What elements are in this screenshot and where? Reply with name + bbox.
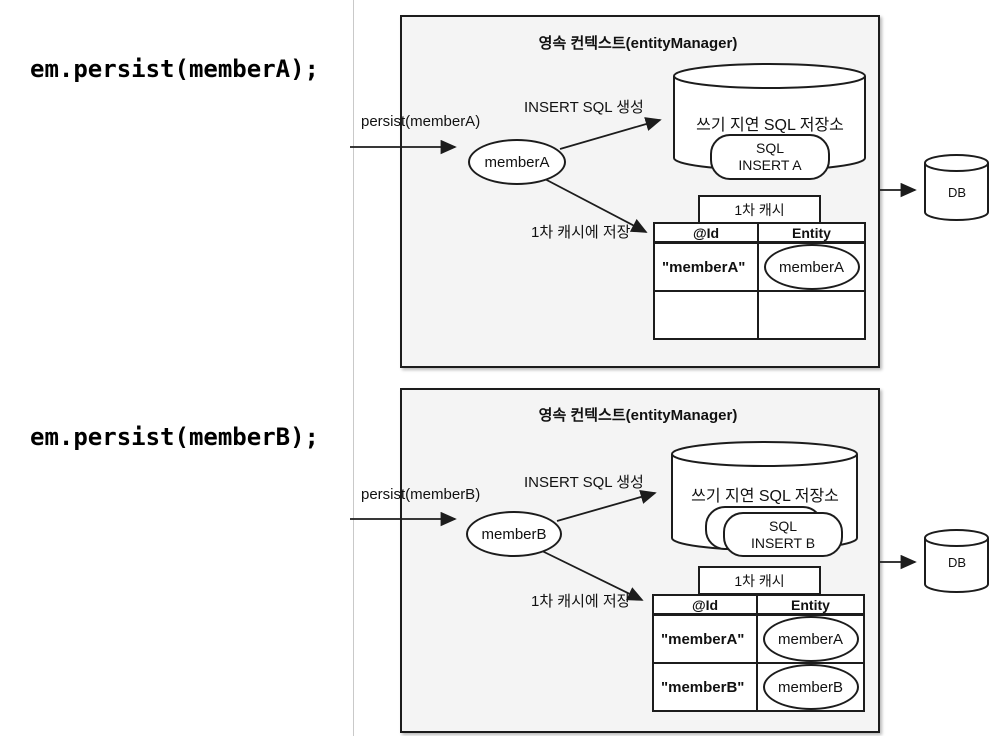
code-line-persist-a: em.persist(memberA); [30, 55, 319, 83]
first-level-cache-tag: 1차 캐시 [698, 566, 821, 595]
id-cell: "memberB" [652, 662, 758, 712]
write-behind-store-label: 쓰기 지연 SQL 저장소 [696, 117, 844, 134]
table-row: "memberA" memberA [652, 613, 865, 664]
insert-sql-label: INSERT SQL 생성 [524, 99, 644, 116]
entity-node-ellipse: memberB [466, 511, 562, 557]
entity-ellipse: memberA [763, 244, 860, 290]
cache-save-label: 1차 캐시에 저장 [531, 593, 631, 610]
db-label: DB [947, 555, 967, 570]
id-cell: "memberA" [652, 613, 758, 664]
first-level-cache-table: @Id Entity "memberA" memberA "memberB" m… [652, 594, 865, 712]
table-row-empty [653, 290, 866, 340]
db-label: DB [947, 185, 967, 200]
entity-cell: memberB [756, 662, 865, 712]
cache-save-label: 1차 캐시에 저장 [531, 224, 631, 241]
sql-pill-line: SQL [768, 517, 797, 534]
first-level-cache-table: @Id Entity "memberA" memberA [653, 222, 866, 340]
entity-cell: memberA [756, 613, 865, 664]
code-line-persist-b: em.persist(memberB); [30, 423, 319, 451]
first-level-cache-tag: 1차 캐시 [698, 195, 821, 224]
sql-pill-line: INSERT A [738, 157, 802, 173]
table-header-row: @Id Entity [652, 594, 865, 616]
sql-pill-line: INSERT B [750, 534, 816, 551]
entity-ellipse: memberB [762, 664, 859, 710]
entity-cell: memberA [757, 241, 866, 292]
sql-pill: SQL INSERT A [710, 134, 830, 180]
insert-sql-label: INSERT SQL 생성 [524, 474, 644, 491]
context-title: 영속 컨텍스트(entityManager) [538, 407, 738, 424]
persist-call-label: persist(memberB) [361, 486, 481, 503]
id-cell [653, 290, 759, 340]
entity-node-ellipse: memberA [468, 139, 566, 185]
table-header-row: @Id Entity [653, 222, 866, 244]
entity-cell [757, 290, 866, 340]
sql-pill: SQL INSERT B [723, 512, 843, 557]
col-header-id: @Id [653, 222, 759, 244]
persist-call-label: persist(memberA) [361, 113, 481, 130]
col-header-id: @Id [652, 594, 758, 616]
table-row: "memberA" memberA [653, 241, 866, 292]
vertical-divider [353, 0, 354, 736]
sql-pill-line: SQL [755, 140, 784, 156]
col-header-entity: Entity [757, 222, 866, 244]
write-behind-store-label: 쓰기 지연 SQL 저장소 [691, 488, 839, 505]
id-cell: "memberA" [653, 241, 759, 292]
entity-ellipse: memberA [762, 616, 859, 662]
table-row: "memberB" memberB [652, 662, 865, 712]
context-title: 영속 컨텍스트(entityManager) [538, 35, 738, 52]
col-header-entity: Entity [756, 594, 865, 616]
